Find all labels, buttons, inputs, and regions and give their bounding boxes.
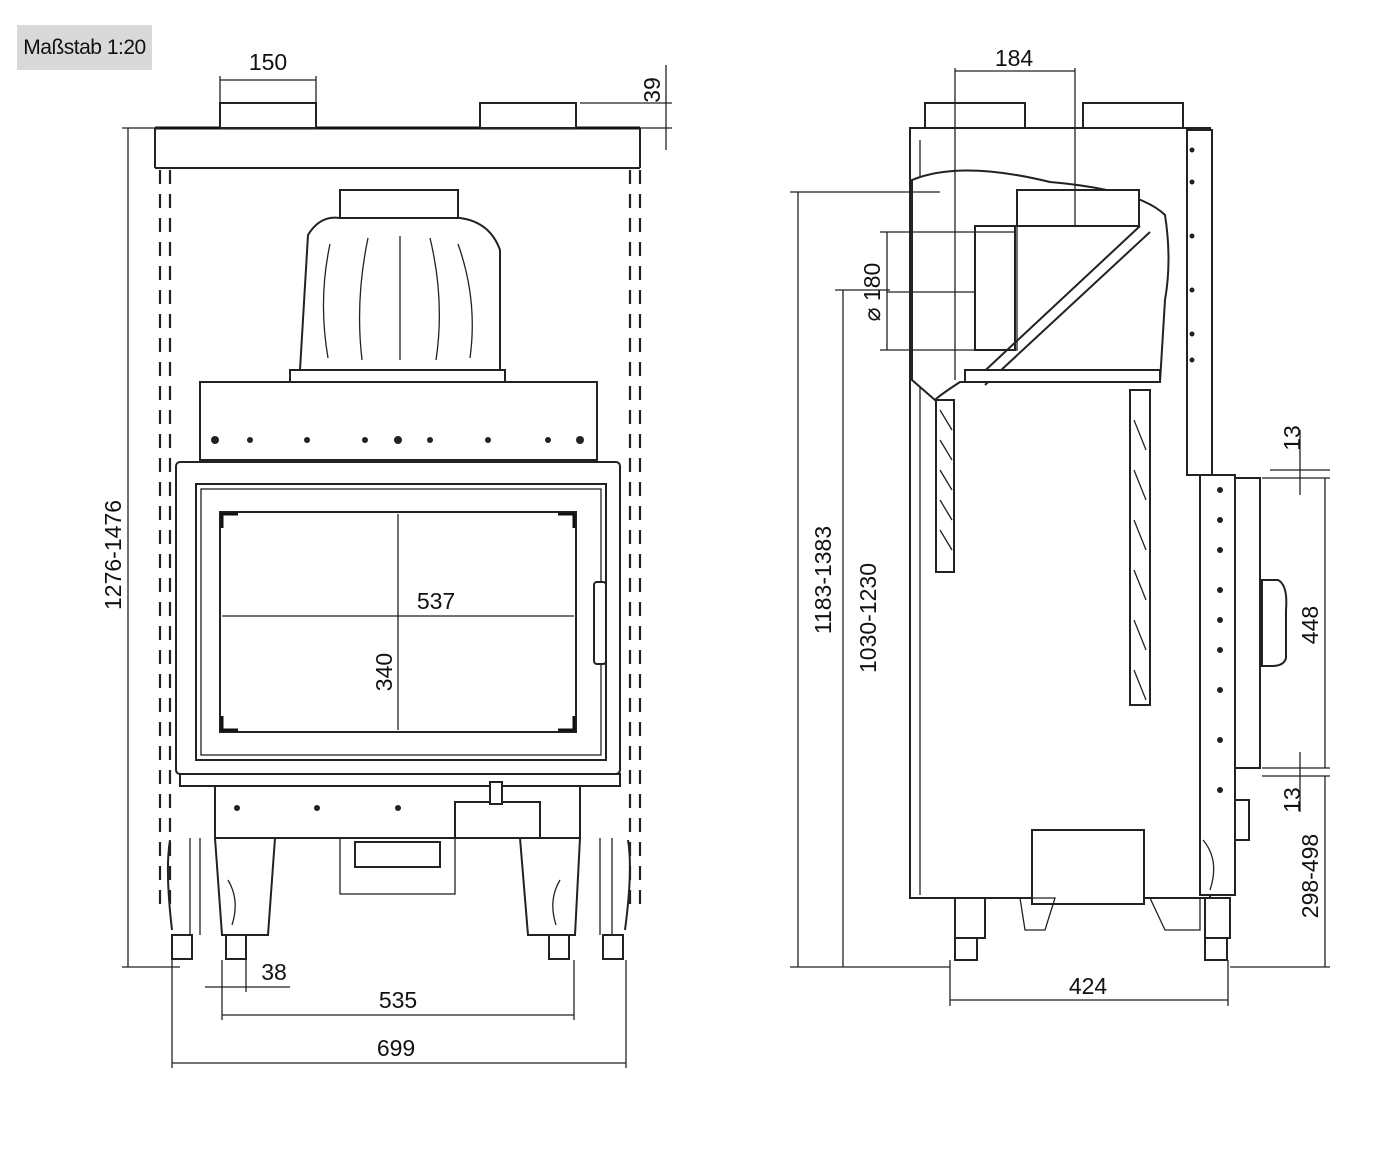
dim-depth: 424 <box>1069 973 1108 999</box>
front-view: 150 39 1276-1476 537 340 38 535 699 <box>100 49 672 1068</box>
dim-total-height: 1276-1476 <box>100 500 126 610</box>
dim-top-spigot-width: 150 <box>249 49 287 75</box>
side-view: 184 ⌀ 180 1183-1383 1030-1230 13 448 13 … <box>790 45 1330 1006</box>
dim-door-height: 448 <box>1297 606 1323 644</box>
dim-height-outer: 1183-1383 <box>810 526 836 634</box>
dim-foot-spacing: 535 <box>379 987 417 1013</box>
dim-glass-height: 340 <box>371 653 397 691</box>
dim-gap-bottom: 13 <box>1279 787 1305 813</box>
dim-flue-diameter: ⌀ 180 <box>859 263 885 322</box>
dim-foot-width: 38 <box>261 959 287 985</box>
dim-glass-width: 537 <box>417 588 455 614</box>
dim-top-offset: 39 <box>639 77 665 103</box>
dim-total-width: 699 <box>377 1035 415 1061</box>
dim-spigot-offset: 184 <box>995 45 1034 71</box>
dim-gap-top: 13 <box>1279 425 1305 451</box>
dim-height-inner: 1030-1230 <box>855 563 881 673</box>
scale-label: Maßstab 1:20 <box>17 25 152 70</box>
dim-door-floor: 298-498 <box>1297 834 1323 918</box>
